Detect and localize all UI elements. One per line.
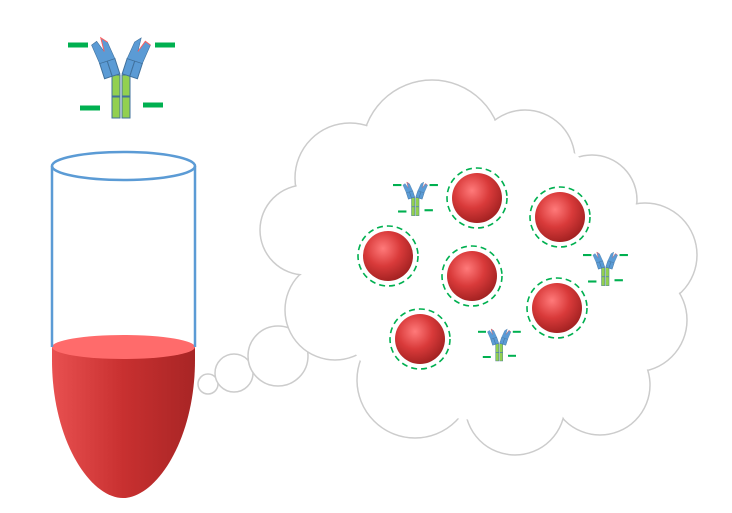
cell: [526, 277, 588, 339]
cells: [357, 167, 591, 370]
cell: [357, 225, 419, 287]
thought-bubbles: [197, 325, 309, 395]
cell: [441, 245, 503, 307]
test-tube: [50, 150, 197, 498]
antibody-icon: [68, 36, 175, 118]
cell: [446, 167, 508, 229]
cell: [389, 308, 451, 370]
liquid-surface: [52, 335, 195, 359]
tube-rim: [50, 150, 197, 182]
cell: [529, 186, 591, 248]
tube-liquid: [52, 347, 195, 498]
